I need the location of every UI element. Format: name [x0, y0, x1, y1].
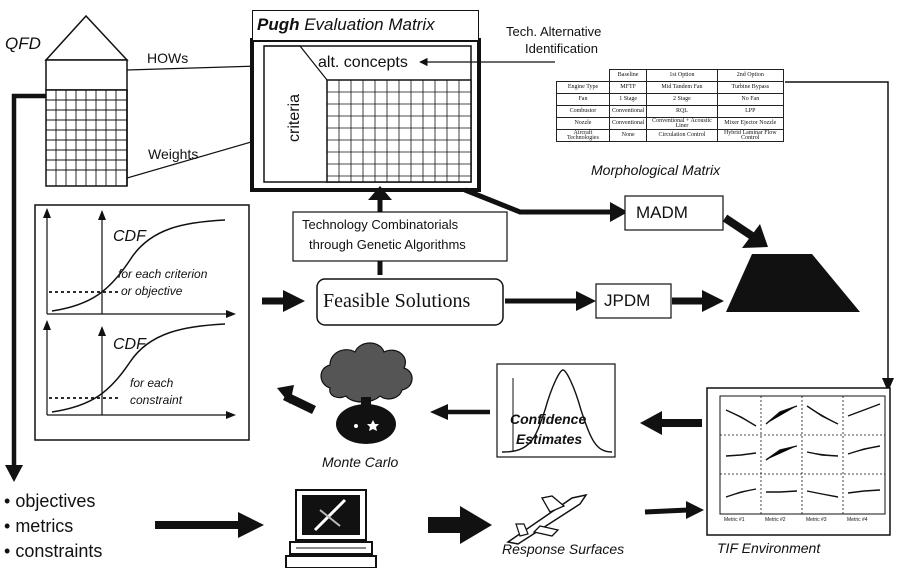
morph-header-cell: 2nd Option [716, 69, 785, 82]
morph-cell: 2 Stage [646, 93, 718, 106]
morph-header-cell: Baseline [608, 69, 648, 82]
pugh-title: Pugh Evaluation Matrix [257, 15, 435, 35]
airplane-icon [506, 493, 588, 545]
cdf-bottom-line2: constraint [130, 393, 183, 407]
morph-cell: Nozzle [556, 117, 610, 130]
morph-cell: Mixer Ejector Nozzle [716, 117, 785, 130]
morph-cell: Fan [556, 93, 610, 106]
morph-cell: Conventional [608, 105, 648, 118]
computer-icon [285, 489, 377, 568]
morph-cell: RQL [646, 105, 718, 118]
jpdm-label: JPDM [604, 291, 651, 310]
tif-metric-label: Metric #3 [806, 517, 827, 523]
confidence-line2: Estimates [516, 431, 583, 447]
tif-environment [706, 387, 891, 536]
tech-comb-box [292, 211, 508, 262]
morph-cell: Hybrid Laminar Flow Control [716, 129, 785, 142]
pugh-matrix [250, 38, 481, 192]
morph-header-row: Baseline 1st Option 2nd Option [557, 69, 785, 82]
cdf-bottom-line1: for each [130, 376, 174, 390]
morph-cell: 1 Stage [608, 93, 648, 106]
morph-header-cell [557, 70, 610, 82]
cdf-top-line2: or objective [121, 284, 183, 298]
morph-cell: Engine Type [556, 81, 610, 94]
decision-trapezoid [726, 254, 860, 312]
qfd-title: QFD [5, 34, 41, 53]
hows-label: HOWs [147, 50, 189, 66]
morph-cell: MFTF [608, 81, 648, 94]
pugh-title-bold: Pugh [257, 15, 300, 34]
morph-cell: Turbine Bypass [716, 81, 785, 94]
cdf-bottom-title: CDF [113, 336, 146, 353]
tif-metric-label: Metric #1 [724, 517, 745, 523]
madm-box [624, 195, 724, 231]
alt-concepts-label: alt. concepts [318, 54, 408, 71]
morph-cell: Mid Tandem Fan [646, 81, 718, 94]
bullet-metrics: metrics [4, 516, 73, 537]
morph-table: Baseline 1st Option 2nd Option Engine Ty… [556, 69, 785, 142]
madm-label: MADM [636, 203, 688, 222]
pugh-title-rest: Evaluation Matrix [299, 15, 435, 34]
morph-cell: Circulation Control [646, 129, 718, 142]
bullet-constraints: constraints [4, 541, 102, 562]
pugh-title-box: Pugh Evaluation Matrix [252, 10, 479, 41]
morph-cell: Conventional [608, 117, 648, 130]
tif-metric-label: Metric #4 [847, 517, 868, 523]
confidence-line1: Confidence [510, 411, 587, 427]
bullet-objectives: objectives [4, 491, 95, 512]
morph-cell: Aircraft Technologies [556, 129, 610, 142]
morph-cell: Conventional + Acoustic Liner [646, 117, 718, 130]
morph-cell: No Fan [716, 93, 785, 106]
tif-caption: TIF Environment [717, 540, 821, 556]
feasible-solutions-label: Feasible Solutions [323, 290, 471, 312]
morph-header-cell: 1st Option [646, 69, 718, 82]
jpdm-box [595, 283, 672, 319]
criteria-label: criteria [286, 93, 303, 142]
tif-metric-label: Metric #2 [765, 517, 786, 523]
monte-carlo-icon [320, 342, 413, 444]
tech-alt-line2: Identification [525, 41, 598, 56]
morph-cell: Combustor [556, 105, 610, 118]
feasible-solutions-box [316, 278, 504, 326]
cdf-panel [34, 204, 250, 441]
tech-comb-line1: Technology Combinatorials [302, 217, 459, 232]
cdf-top-title: CDF [113, 228, 146, 245]
morphological-matrix: Baseline 1st Option 2nd Option Engine Ty… [556, 69, 785, 142]
morph-cell: LPP [716, 105, 785, 118]
weights-label: Weights [148, 146, 199, 162]
cdf-top-line1: for each criterion [118, 267, 208, 281]
tech-comb-line2: through Genetic Algorithms [309, 237, 466, 252]
qfd-house [44, 14, 129, 187]
monte-carlo-label: Monte Carlo [322, 454, 399, 470]
tech-alt-line1: Tech. Alternative [506, 24, 602, 39]
morph-cell: None [608, 129, 648, 142]
response-surfaces-label: Response Surfaces [502, 541, 625, 557]
confidence-estimates-box [496, 363, 616, 458]
morph-caption: Morphological Matrix [591, 162, 721, 178]
